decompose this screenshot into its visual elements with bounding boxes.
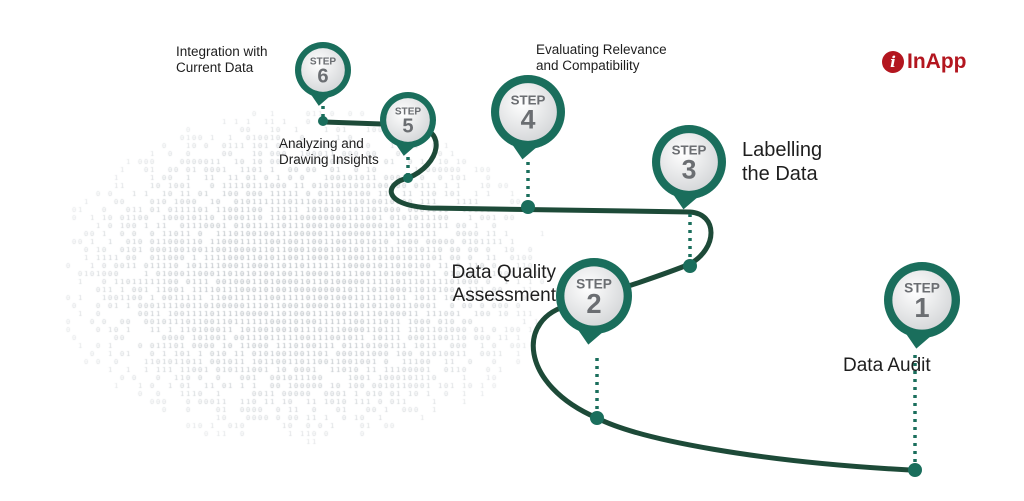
step-6-label: Integration with Current Data [176,44,268,76]
step-4-label: Evaluating Relevance and Compatibility [536,42,667,74]
step-number: 2 [586,288,601,319]
step-number: 6 [317,66,328,88]
step-word: STEP [511,93,546,108]
road-dot [403,173,413,183]
step-number: 3 [682,155,697,185]
inapp-logo: i InApp [882,50,966,74]
road-dot [521,200,535,214]
step-number: 1 [914,292,929,323]
step-1-label: Data Audit [843,355,931,376]
step-word: STEP [904,280,940,295]
logo-text: InApp [907,50,967,73]
logo-mark-icon: i [882,51,904,73]
road-dot [318,116,328,126]
road-dot [908,463,922,477]
step-word: STEP [395,106,422,117]
step-3-label: Labelling the Data [742,139,823,185]
step-word: STEP [576,276,612,291]
step-number: 5 [402,116,413,138]
step-5-label: Analyzing and Drawing Insights [279,136,379,168]
step-word: STEP [672,143,707,158]
road-dot [590,411,604,425]
road-dot [683,259,697,273]
step-word: STEP [310,56,337,67]
step-number: 4 [521,105,536,135]
step-2-label: Data Quality Assessment [451,262,556,306]
